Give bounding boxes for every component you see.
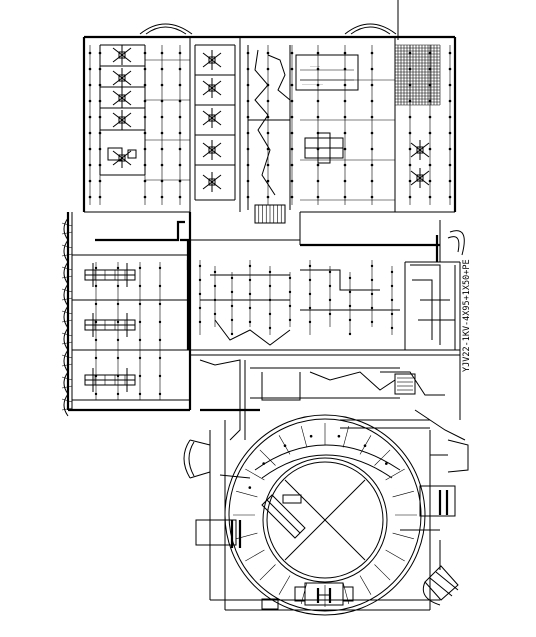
stage-object (304, 132, 344, 164)
ramp (261, 494, 306, 539)
svg-text:··········: ·········· (310, 65, 320, 69)
stair-upper (254, 204, 286, 224)
bottom-stage (261, 582, 354, 610)
right-wiring (410, 230, 465, 350)
wiring-runs-upper (88, 45, 452, 205)
central-room: ·········· ····················· (295, 54, 359, 91)
bottom-right-symbol (422, 565, 459, 606)
upper-building-walls (82, 35, 457, 213)
middle-walls (66, 212, 461, 420)
wiring-runs-middle (186, 260, 400, 350)
left-entrance (183, 439, 242, 548)
right-entrance (419, 439, 469, 517)
svg-text:·····················: ····················· (302, 83, 323, 87)
cable-spec-label: YJV22-1KV-4X95+1X50+PE (462, 259, 472, 372)
bench-rows (72, 254, 190, 401)
lower-wiring (199, 359, 466, 570)
circular-hall (209, 414, 440, 616)
grid-hatch-area (394, 44, 441, 106)
top-arches (139, 0, 399, 40)
cable-annotation: YJV22-1KV-4X95+1X50+PE (462, 259, 472, 372)
radial-partitions (233, 423, 417, 607)
bus-line (95, 220, 440, 270)
left-wall-bays (61, 217, 73, 417)
zigzag-wiring (247, 45, 291, 210)
light-fixtures-upper (107, 45, 430, 192)
